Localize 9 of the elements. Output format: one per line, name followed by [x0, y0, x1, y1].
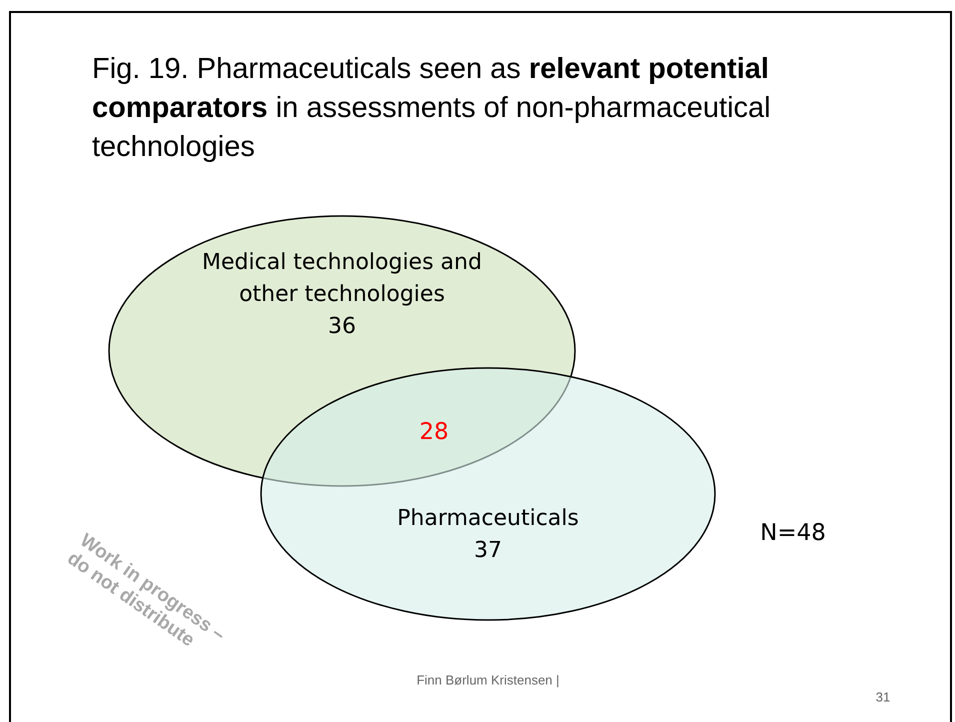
set-count: 36	[328, 313, 356, 341]
page-number: 31	[876, 690, 890, 704]
intersection-count: 28	[419, 419, 449, 445]
set-label: Pharmaceuticals	[397, 505, 579, 533]
sample-size: N=48	[760, 520, 826, 546]
footer-text: Finn Børlum Kristensen |	[416, 672, 560, 688]
set-count: 37	[474, 537, 502, 565]
slide-title: Fig. 19. Pharmaceuticals seen as relevant potential comparators in assessments of non-pharmaceutical technologies	[92, 52, 772, 165]
set-label: Medical technologies and other technologies	[201, 249, 483, 309]
